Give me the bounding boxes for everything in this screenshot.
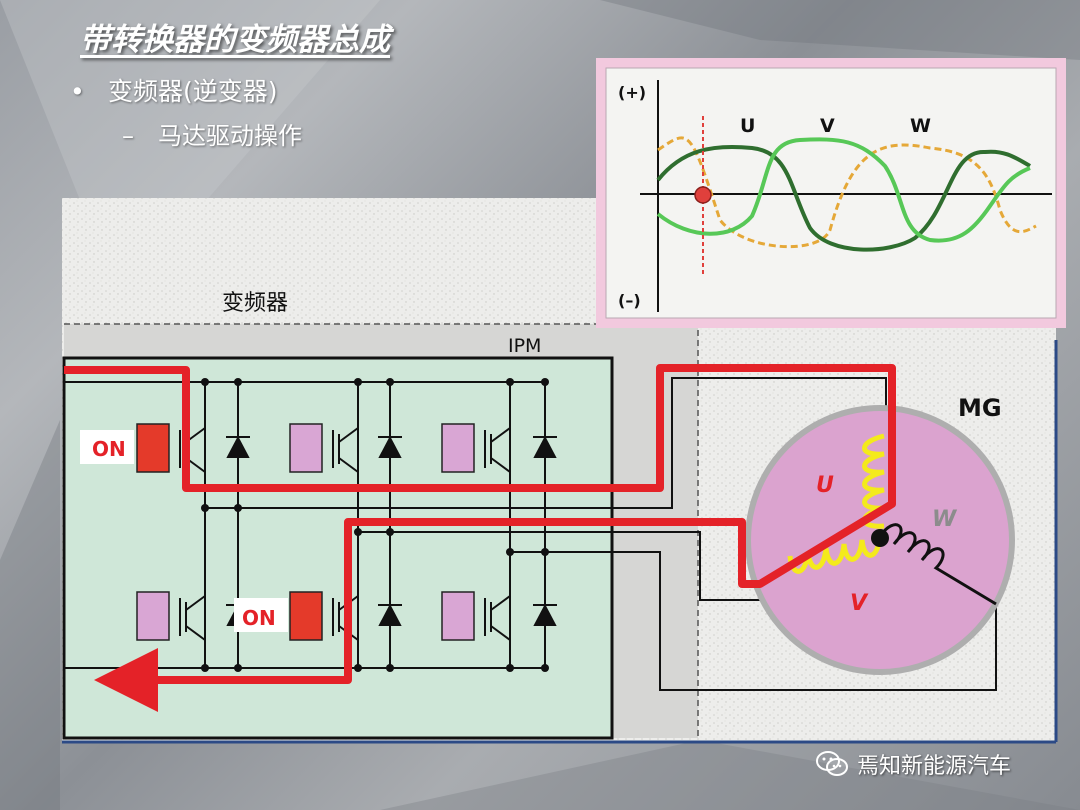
- coil-u-label: U: [816, 473, 834, 498]
- wave-label-w: W: [910, 115, 931, 137]
- gate-block-upper-v: [289, 423, 323, 473]
- ipm-label: IPM: [508, 335, 541, 357]
- gate-block-lower-v: [289, 591, 323, 641]
- coil-w: [878, 523, 997, 606]
- gate-block-lower-u: [136, 591, 170, 641]
- coil-w-label: W: [932, 507, 958, 532]
- bullet-text: 变频器(逆变器): [108, 77, 278, 106]
- igbt-transistors: [179, 427, 511, 641]
- watermark: 焉知新能源汽车: [815, 748, 1011, 780]
- time-marker-dot: [694, 186, 712, 204]
- sub-bullet-item: –马达驱动操作: [122, 116, 302, 151]
- current-flow-path: [64, 364, 896, 712]
- motor-neutral-point: [871, 529, 889, 547]
- bullet-item: • 变频器(逆变器): [70, 72, 278, 108]
- on-badge-upper: ON: [80, 430, 134, 464]
- slide-title: 带转换器的变频器总成: [80, 22, 390, 58]
- wave-u: [656, 144, 1031, 252]
- sub-bullet-text: 马达驱动操作: [158, 122, 302, 150]
- wechat-icon: [816, 751, 848, 776]
- waveform-minus-label: (–): [618, 291, 641, 310]
- inverter-label: 变频器: [222, 291, 288, 316]
- waveform-plus-label: (+): [618, 83, 646, 102]
- wave-label-u: U: [740, 115, 755, 137]
- coil-v-label: V: [850, 591, 869, 616]
- wave-w: [657, 136, 1037, 249]
- wave-v: [656, 137, 1031, 243]
- watermark-text: 焉知新能源汽车: [857, 754, 1012, 779]
- motor-label: MG: [958, 394, 1002, 422]
- gate-block-lower-w: [441, 591, 475, 641]
- on-badge-lower: ON: [234, 598, 288, 632]
- bullet-dot: •: [70, 77, 85, 106]
- on-label-lower: ON: [242, 606, 276, 630]
- gate-block-upper-u: [136, 423, 170, 473]
- on-label-upper: ON: [92, 437, 126, 461]
- wave-label-v: V: [820, 115, 835, 137]
- junction-dots: [201, 378, 549, 672]
- gate-block-upper-w: [441, 423, 475, 473]
- sub-bullet-dash: –: [122, 122, 134, 150]
